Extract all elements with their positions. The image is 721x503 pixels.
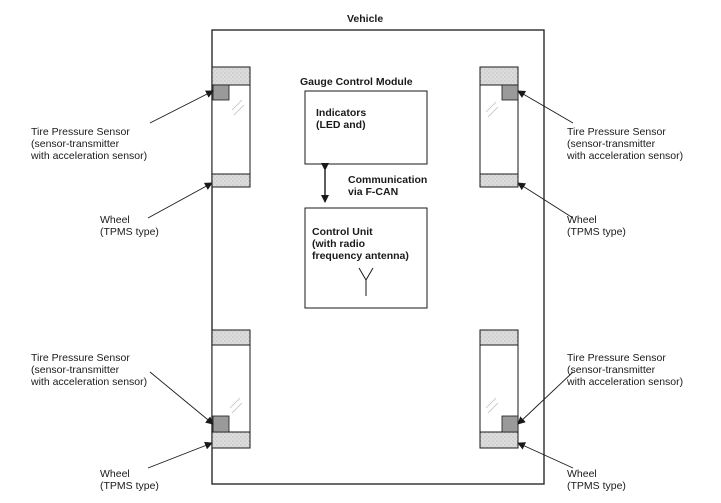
- leader-wheel-rl: [147, 441, 213, 469]
- wheel-rear-right: [479, 329, 519, 449]
- leader-wheel-fr: [517, 182, 574, 219]
- leader-wheel-fl: [147, 182, 213, 219]
- wheel-front-right: [479, 66, 519, 188]
- tire-sensor-label-rear-right: Tire Pressure Sensor (sensor-transmitter…: [567, 352, 684, 388]
- control-unit-label: Control Unit (with radio frequency anten…: [312, 226, 409, 262]
- sensor-rear-left: [212, 415, 230, 433]
- wheel-label-front-left: Wheel (TPMS type): [100, 214, 159, 238]
- gauge-control-module-title: Gauge Control Module: [300, 76, 413, 88]
- vehicle-label: Vehicle: [347, 13, 384, 25]
- wheel-front-left: [211, 66, 251, 188]
- leader-sensor-rr: [517, 371, 574, 425]
- tire-sensor-label-front-left: Tire Pressure Sensor (sensor-transmitter…: [31, 126, 148, 162]
- wheel-label-rear-right: Wheel (TPMS type): [567, 468, 626, 492]
- leader-sensor-rl: [149, 371, 214, 425]
- sensor-front-right: [501, 84, 519, 101]
- leader-sensor-fl: [149, 90, 214, 124]
- wheel-rear-left: [211, 329, 251, 449]
- vehicle-outline: [211, 29, 545, 485]
- tire-sensor-label-front-right: Tire Pressure Sensor (sensor-transmitter…: [567, 126, 684, 162]
- sensor-front-left: [212, 84, 230, 101]
- leader-wheel-rr: [517, 442, 574, 469]
- antenna-icon: [358, 267, 374, 296]
- leader-sensor-fr: [517, 90, 574, 124]
- wheel-label-front-right: Wheel (TPMS type): [567, 214, 626, 238]
- communication-label: Communication via F-CAN: [348, 174, 428, 198]
- indicators-label: Indicators (LED and): [316, 107, 367, 131]
- tire-sensor-label-rear-left: Tire Pressure Sensor (sensor-transmitter…: [31, 352, 148, 388]
- indicators-box: [304, 90, 428, 165]
- sensor-rear-right: [501, 415, 519, 433]
- wheel-label-rear-left: Wheel (TPMS type): [100, 468, 159, 492]
